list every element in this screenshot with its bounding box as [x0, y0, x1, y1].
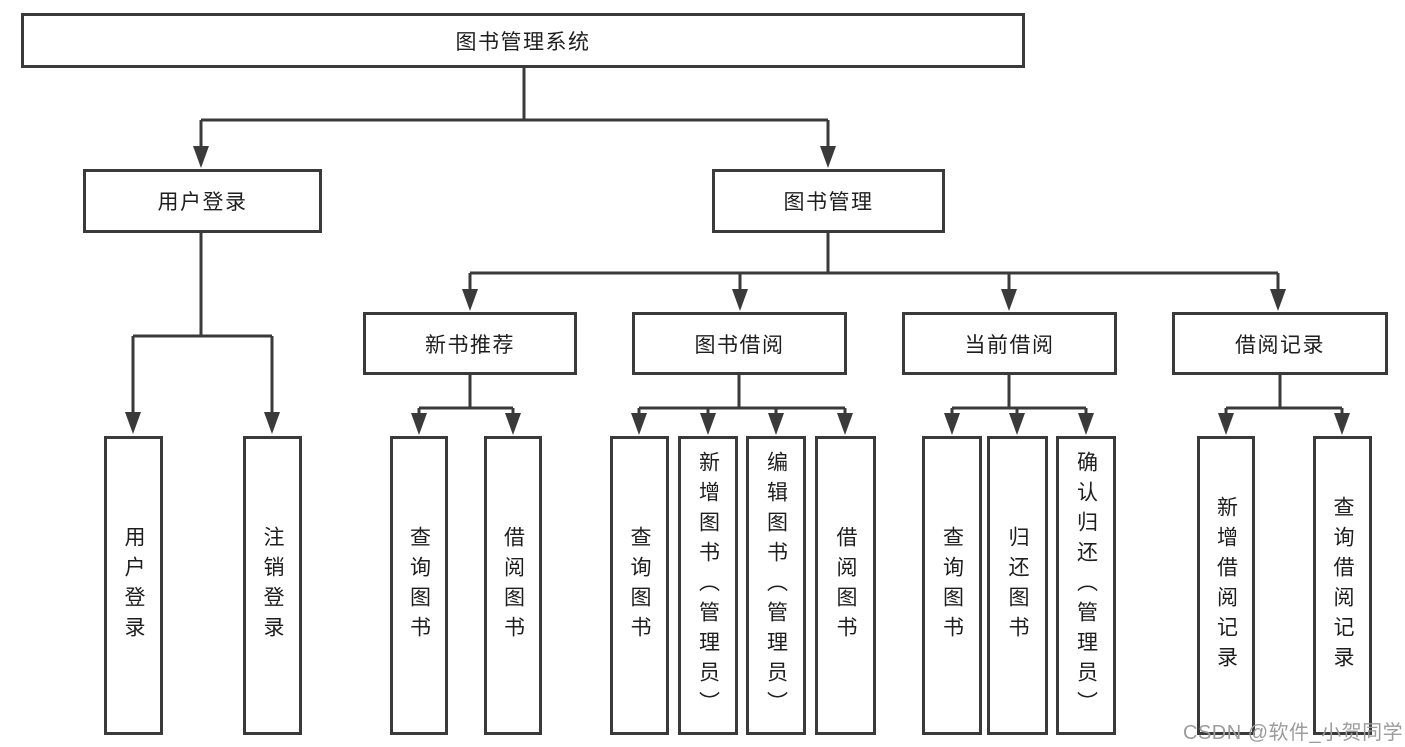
arrowheads-current-borrow-branch [944, 413, 1094, 435]
leaf-add-borrow-record: 新增借阅记录 [1197, 436, 1255, 735]
leaf-add-books-admin: 新增图书（管理员） [678, 436, 738, 735]
leaf-label: 归还图书 [1006, 525, 1029, 646]
node-label: 借阅记录 [1235, 333, 1325, 357]
node-label: 图书借阅 [694, 333, 785, 357]
arrowheads-book-borrow-branch [631, 413, 853, 435]
connector-user-login-branch [131, 233, 274, 416]
leaf-query-borrow-record: 查询借阅记录 [1313, 436, 1372, 735]
leaf-user-login: 用户登录 [104, 436, 163, 735]
leaf-borrow-books-recommend: 借阅图书 [484, 436, 542, 735]
connector-current-borrow-branch [950, 375, 1088, 416]
node-label: 新书推荐 [425, 333, 515, 357]
node-label: 图书管理 [783, 191, 874, 214]
leaf-label: 编辑图书（管理员） [764, 450, 788, 721]
leaf-label: 确认归还（管理员） [1074, 450, 1098, 721]
leaf-edit-books-admin: 编辑图书（管理员） [746, 436, 806, 735]
leaf-return-books: 归还图书 [987, 436, 1048, 735]
csdn-watermark: CSDN @软件_小贺同学 [1183, 722, 1404, 744]
leaf-label: 注销登录 [261, 525, 284, 646]
node-label: 图书管理系统 [455, 30, 591, 54]
node-library-management-system: 图书管理系统 [21, 13, 1025, 68]
node-current-borrowing: 当前借阅 [902, 312, 1117, 375]
node-book-borrowing: 图书借阅 [632, 312, 847, 375]
connector-book-mgmt-branch [468, 233, 1280, 292]
arrowheads-borrow-record-branch [1218, 413, 1350, 435]
node-label: 当前借阅 [964, 333, 1055, 357]
node-borrowing-records: 借阅记录 [1172, 312, 1388, 375]
arrowheads-root-to-level2 [193, 146, 836, 168]
connector-book-borrow-branch [637, 375, 847, 416]
connector-new-book-branch [417, 375, 515, 416]
leaf-label: 新增借阅记录 [1214, 495, 1238, 676]
leaf-logout: 注销登录 [243, 436, 302, 735]
node-book-management: 图书管理 [712, 169, 945, 233]
leaf-confirm-return-admin: 确认归还（管理员） [1056, 436, 1116, 735]
leaf-label: 查询图书 [940, 525, 964, 646]
arrowheads-book-mgmt-branch [462, 289, 1286, 311]
leaf-label: 用户登录 [122, 525, 145, 646]
arrowheads-new-book-branch [411, 413, 521, 435]
leaf-label: 查询借阅记录 [1331, 495, 1354, 676]
leaf-query-books-recommend: 查询图书 [390, 436, 448, 735]
connector-borrow-record-branch [1224, 375, 1344, 416]
leaf-label: 查询图书 [407, 525, 431, 646]
leaf-query-books-borrowing: 查询图书 [610, 436, 669, 735]
node-label: 用户登录 [157, 191, 248, 214]
arrowheads-user-login-branch [125, 412, 280, 434]
leaf-query-books-current: 查询图书 [922, 436, 982, 735]
leaf-borrow-books: 借阅图书 [815, 436, 876, 735]
connector-root-to-level2 [199, 68, 830, 150]
leaf-label: 新增图书（管理员） [696, 450, 720, 721]
leaf-label: 借阅图书 [501, 525, 525, 646]
node-new-book-recommend: 新书推荐 [363, 312, 577, 375]
node-user-login: 用户登录 [83, 169, 322, 233]
leaf-label: 借阅图书 [834, 525, 857, 646]
leaf-label: 查询图书 [628, 525, 651, 646]
